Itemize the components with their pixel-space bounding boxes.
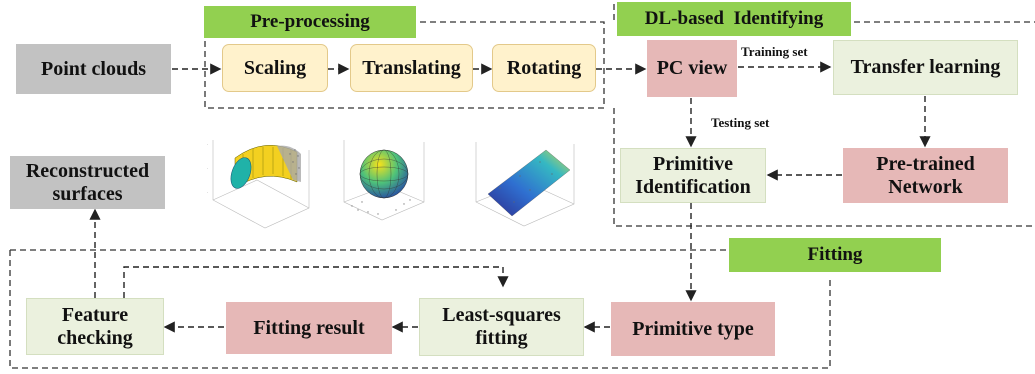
primitive-identification-node: Primitive Identification bbox=[620, 148, 766, 203]
plane-plot-thumbnail bbox=[475, 142, 575, 227]
least-squares-fitting-node: Least-squares fitting bbox=[419, 298, 584, 356]
svg-text:·: · bbox=[207, 190, 208, 195]
cylinder-plot-thumbnail: · · · bbox=[207, 140, 310, 229]
svg-text:·: · bbox=[207, 166, 208, 171]
testing-set-label: Testing set bbox=[711, 115, 770, 130]
point-clouds-node: Point clouds bbox=[16, 44, 171, 94]
fitting-result-node: Fitting result bbox=[226, 302, 392, 354]
pc-view-node: PC view bbox=[647, 40, 737, 97]
translating-node: Translating bbox=[350, 44, 473, 92]
sphere-plot-thumbnail bbox=[343, 140, 425, 221]
dl-identifying-frame bbox=[613, 4, 1035, 227]
dl-identifying-label: DL-based Identifying bbox=[617, 2, 851, 36]
primitive-type-node: Primitive type bbox=[611, 302, 775, 356]
edge-feature-leastsquares-loop bbox=[123, 266, 509, 298]
scaling-node: Scaling bbox=[222, 44, 328, 92]
reconstructed-surfaces-node: Reconstructed surfaces bbox=[10, 156, 165, 209]
preprocessing-frame bbox=[204, 21, 605, 109]
rotating-node: Rotating bbox=[492, 44, 596, 92]
preprocessing-label: Pre-processing bbox=[204, 6, 416, 38]
fitting-frame bbox=[9, 249, 831, 369]
pretrained-network-node: Pre-trained Network bbox=[843, 148, 1008, 203]
feature-checking-node: Feature checking bbox=[26, 298, 164, 355]
fitting-label: Fitting bbox=[729, 238, 941, 272]
training-set-label: Training set bbox=[741, 44, 808, 59]
svg-text:·: · bbox=[207, 142, 208, 147]
transfer-learning-node: Transfer learning bbox=[833, 40, 1018, 95]
